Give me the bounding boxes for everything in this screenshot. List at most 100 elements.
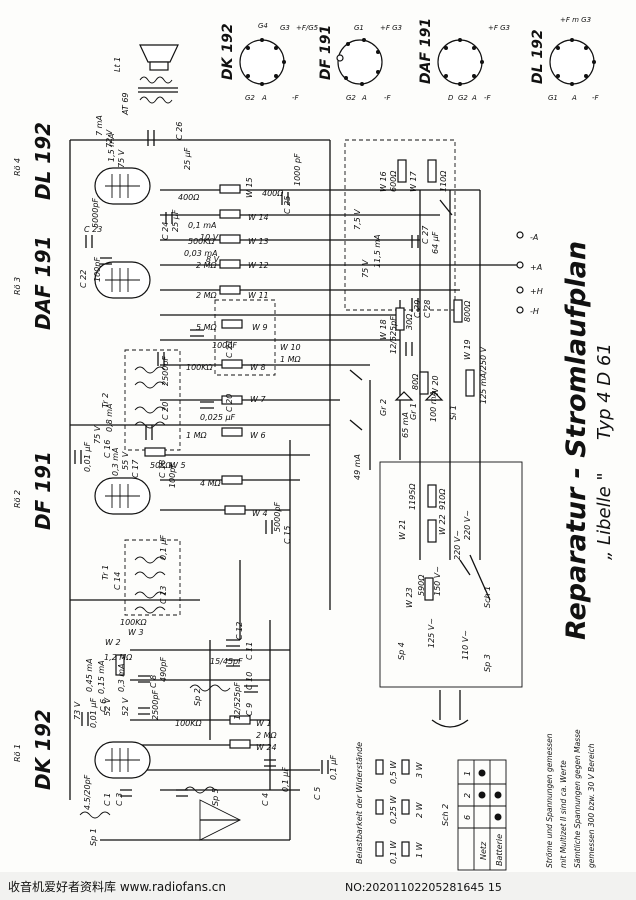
- tube-rö2: Rö 2 DF 191: [13, 451, 151, 530]
- capacitor-labels: C 26 25 µF 25 µF C 24 5000pF C 23 100pF …: [79, 122, 440, 810]
- terminal-minus-h: -H: [530, 307, 539, 316]
- pinout-pin-a: A: [361, 94, 367, 102]
- label-gr2: Gr 2: [379, 399, 388, 416]
- pinout-name-dl192: DL 192: [530, 29, 546, 84]
- label-c12: 0,1 µF: [159, 535, 168, 560]
- meas-29: 110 V~: [461, 630, 470, 660]
- label-c24-value: 25 µF: [183, 147, 192, 170]
- label-c3: 0,1 µF: [281, 767, 290, 792]
- footer-serial: NO:20201102205281645 15: [345, 881, 502, 894]
- power-section: Gr 2 Gr 1 Si 1 125 mA/250 V Sch 1 -A +A …: [349, 199, 543, 728]
- label-c16: C 18: [158, 460, 167, 478]
- pinout-pin-g2: G2: [458, 94, 468, 102]
- terminal-plus-h: +H: [530, 287, 543, 296]
- power-switch-table: Sch 2 1 2 6 Netz Batterie: [441, 759, 507, 871]
- label-tr2: Tr 2: [101, 393, 110, 408]
- meas-5: 0,1 mA: [188, 221, 217, 230]
- sch2-mark-netz-2: [478, 791, 486, 799]
- tube-name-3: DAF 191: [31, 236, 55, 330]
- tube-ref-3: Rö 3: [13, 277, 22, 295]
- meas-22: 52 V: [121, 697, 130, 716]
- sch2-row-netz: Netz: [479, 841, 488, 860]
- label-w21: W 21: [398, 519, 407, 540]
- label-w6: W 6: [250, 431, 266, 440]
- label-c16-value: 100pF: [168, 463, 177, 488]
- pinout-pin-f: -F: [292, 94, 300, 102]
- meas-13: 75 V: [93, 425, 102, 444]
- label-c21: 5000pF: [91, 198, 100, 228]
- measurement-notes: Ströme und Spannungen gemessen mit Multi…: [545, 729, 596, 868]
- label-c23: 1000 pF: [293, 153, 302, 186]
- label-w20-value: 80Ω: [411, 373, 420, 390]
- terminal-plus-a: +A: [530, 263, 542, 272]
- meas-25: 150 V~: [433, 566, 442, 596]
- pinout-pin-f: -F: [384, 94, 392, 102]
- note-4: gemessen 300 bzw. 30 V Bereich: [587, 743, 596, 868]
- footer-bar: [0, 872, 636, 900]
- pinout-pin-g3: G3: [280, 24, 290, 32]
- label-c24: C 26: [175, 122, 184, 140]
- label-w11: W 11: [248, 291, 269, 300]
- label-c22: 25 µF: [171, 209, 180, 232]
- footer-watermark: 收音机爱好者资料库 www.radiofans.cn: [8, 879, 226, 894]
- label-w8-value: 100KΩ: [186, 363, 214, 372]
- label-w9-value: 5 MΩ: [196, 323, 218, 332]
- label-si1: Si 1: [449, 405, 458, 420]
- label-si1-value: 125 mA/250 V: [479, 346, 488, 404]
- label-c4-value: C 5: [313, 787, 322, 800]
- label-w6-value: 1 MΩ: [186, 431, 208, 440]
- label-c20-value: C 22: [79, 270, 88, 288]
- key-1w: 1 W: [415, 841, 424, 858]
- key-3w: 3 W: [415, 761, 424, 778]
- tube-rö4: Rö 4 DL 192: [13, 122, 151, 205]
- tube-ref-1: Rö 1: [13, 744, 22, 762]
- pinout-name-df191: DF 191: [318, 25, 334, 80]
- meas-3: 1,5 mA: [107, 133, 116, 162]
- label-w22: W 22: [438, 514, 447, 535]
- label-w7: W 7: [250, 395, 266, 404]
- label-c7-value: 490pF: [159, 657, 168, 682]
- label-c18-b: C 20: [225, 394, 234, 412]
- label-w14-value: 400Ω: [178, 193, 200, 202]
- meas-12: 0,8 mA: [105, 403, 114, 432]
- label-w4-value: 4 MΩ: [200, 479, 222, 488]
- pinout-dl192: DL 192 +F m G3 G1 A -F: [530, 16, 600, 102]
- capacitors: [74, 130, 419, 797]
- pinout-df191: DF 191 +F G3 G1 G2 A -F: [318, 24, 402, 102]
- meas-2: 72 V: [105, 129, 114, 148]
- tube-name-1: DK 192: [31, 709, 55, 790]
- pinout-pin-a: A: [471, 94, 477, 102]
- pinout-pin-fg3: +F G3: [380, 24, 402, 32]
- label-c14-value: 0,01 µF: [83, 442, 92, 472]
- label-w19-value: 800Ω: [463, 300, 472, 322]
- label-c10: C 11: [245, 642, 254, 660]
- label-c18-value: 0,025 µF: [200, 413, 236, 422]
- key-025w: 0,25 W: [389, 795, 398, 824]
- measurement-labels: 7 mA 72 V 1,5 mA 75 V 0,1 mA 10 V 0,03 m…: [73, 115, 472, 720]
- label-c27-value: 12/525pF: [389, 316, 398, 354]
- label-c15: C 17: [131, 459, 140, 478]
- resistors: [115, 159, 463, 749]
- pinout-pin-g4: G4: [258, 22, 268, 30]
- label-c4: 0,1 µF: [329, 755, 338, 780]
- label-w17-value: 110Ω: [439, 170, 448, 192]
- label-c1: C 1: [103, 793, 112, 806]
- meas-4: 75 V: [117, 149, 126, 168]
- note-2: mit Multizet II sind ca. Werte: [559, 760, 568, 868]
- label-w23-value: 590Ω: [417, 574, 426, 596]
- label-w15: W 15: [245, 177, 254, 198]
- label-w22-value: 910Ω: [438, 488, 447, 510]
- label-c7: C 8: [149, 675, 158, 688]
- label-c13: 5000pF: [273, 502, 282, 532]
- label-w2-value: 1,2 MΩ: [104, 653, 133, 662]
- sch2-mark-batt-2: [494, 791, 502, 799]
- key-01w: 0,1 W: [389, 840, 398, 864]
- pinout-pin-fg3: +F G3: [488, 24, 510, 32]
- label-sp1: Sp 1: [89, 828, 98, 846]
- label-w10-value: 1 MΩ: [280, 355, 302, 364]
- meas-27: 220 V~: [463, 510, 472, 540]
- label-c22-value: C 24: [161, 222, 170, 240]
- resistor-load-key: Belastbarkeit der Widerstände 0,1 W 0,25…: [355, 742, 424, 864]
- meas-21: 0,3 mA: [117, 663, 126, 692]
